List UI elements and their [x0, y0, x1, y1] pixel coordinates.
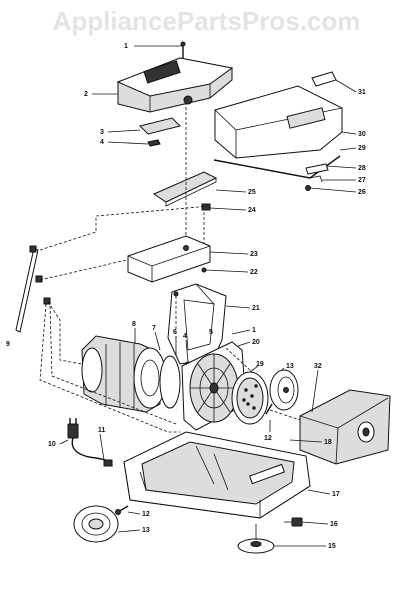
- callout-16: 16: [330, 521, 338, 528]
- callout-12-lower: 12: [142, 511, 150, 518]
- callout-27: 27: [358, 177, 366, 184]
- callout-32: 32: [314, 363, 322, 370]
- callout-21: 21: [252, 305, 260, 312]
- callout-29: 29: [358, 145, 366, 152]
- callout-18: 18: [324, 439, 332, 446]
- power-cord-part-10: [67, 418, 113, 467]
- callout-6: 6: [173, 329, 177, 336]
- callout-26: 26: [358, 189, 366, 196]
- callout-11: 11: [98, 427, 106, 434]
- callout-13-right: 13: [286, 363, 294, 370]
- hose-tube-part-9: [15, 245, 51, 333]
- callout-3: 3: [100, 129, 104, 136]
- callout-9: 9: [6, 341, 10, 348]
- filter-disc-part-19: [231, 371, 269, 425]
- base-pan-part-17: [123, 431, 311, 519]
- callout-5: 5: [209, 329, 213, 336]
- callout-10: 10: [48, 441, 56, 448]
- caster-part-15: [237, 524, 275, 554]
- motor-assembly: [81, 328, 194, 413]
- screw-part-12-upper: [265, 403, 273, 415]
- switch-part-24: [201, 203, 211, 211]
- bag-cover-part-30: [214, 85, 343, 159]
- callout-8: 8: [132, 321, 136, 328]
- dust-bag-part-32: [299, 389, 391, 465]
- chute-housing-part-21: [167, 283, 227, 365]
- callout-30: 30: [358, 131, 366, 138]
- callout-12-upper: 12: [264, 435, 272, 442]
- callout-19: 19: [256, 361, 264, 368]
- callout-22: 22: [250, 269, 258, 276]
- foot-part-16: [284, 517, 303, 527]
- callout-24: 24: [248, 207, 256, 214]
- handle-part-25: [152, 171, 218, 207]
- filter-panel-part-3: [139, 117, 181, 147]
- callout-20: 20: [252, 339, 260, 346]
- screw-part-1-top: [180, 41, 186, 58]
- wheel-part-13-right: [269, 369, 299, 411]
- fan-plate-part-20: [181, 341, 247, 431]
- top-hood-part-2: [116, 57, 234, 113]
- callout-17: 17: [332, 491, 340, 498]
- wiring-dashed-lines: [39, 102, 301, 433]
- callout-25: 25: [248, 189, 256, 196]
- callout-2: 2: [84, 91, 88, 98]
- hinge-parts-28-27-26: [305, 163, 329, 191]
- callout-1-top: 1: [124, 43, 128, 50]
- watermark: AppliancePartsPros.com: [52, 6, 361, 36]
- callout-28: 28: [358, 165, 366, 172]
- latch-part-31: [311, 71, 337, 87]
- callout-1-mid: 1: [252, 327, 256, 334]
- callout-labels: 1 2 3 4 31 30 29 28 27 26 25 24 23 22 21…: [6, 43, 366, 550]
- callout-7: 7: [152, 325, 156, 332]
- callout-4-top: 4: [100, 139, 104, 146]
- motor-bracket-part-23: [127, 235, 211, 283]
- callout-4-mid: 4: [183, 333, 187, 340]
- wheel-part-13-left: [73, 505, 119, 543]
- callout-31: 31: [358, 89, 366, 96]
- callout-13-left: 13: [142, 527, 150, 534]
- callout-23: 23: [250, 251, 258, 258]
- callout-15: 15: [328, 543, 336, 550]
- screw-part-12-lower: [115, 505, 129, 515]
- callout-leaders: [59, 45, 357, 547]
